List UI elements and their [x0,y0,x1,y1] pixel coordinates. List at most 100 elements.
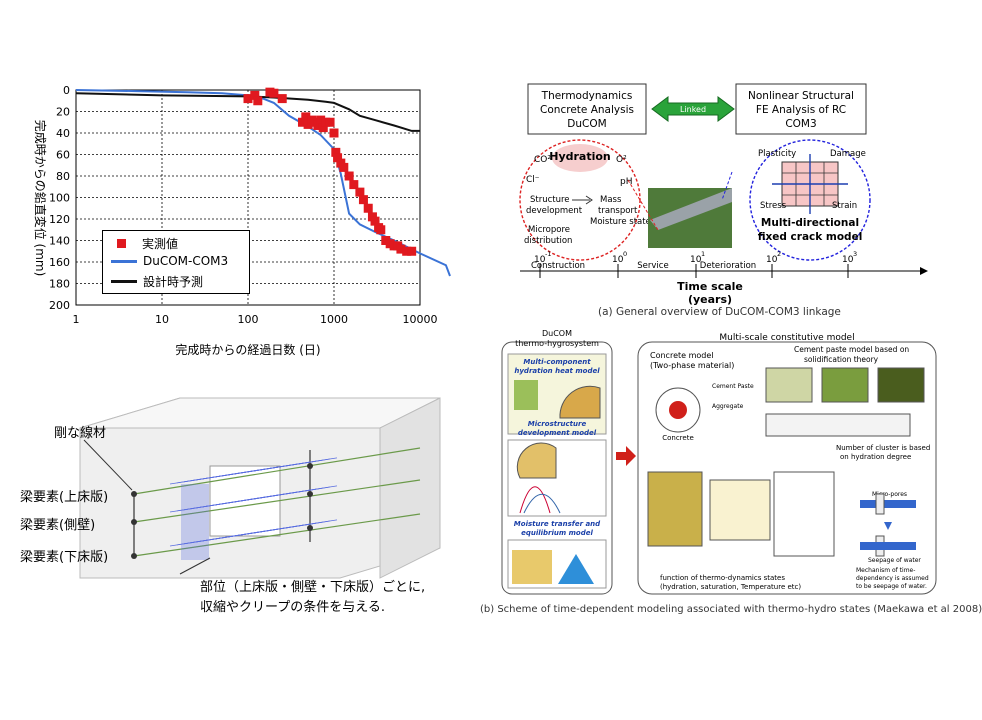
measured-point [333,153,343,163]
time-tick-exponent: 1 [701,250,705,258]
measured-point [402,246,412,256]
structure-label: Structure [530,195,570,205]
microstructure-section1: Microstructure [528,420,587,428]
seepage-label: Seepage of water [868,557,921,564]
multi-directional-label: Multi-directional [761,217,859,229]
lower-slab-label: 梁要素(下床版) [20,550,109,565]
measured-point [344,171,354,181]
beam-model-svg [79,397,441,579]
multiscale-title: Multi-scale constitutive model [719,333,854,343]
time-tick-label: 10 [612,255,624,265]
measured-point [325,117,335,127]
measured-point [329,128,339,138]
y-tick-label: 40 [56,127,70,140]
legend-line-ducom [111,259,137,263]
upper-slab-label: 梁要素(上床版) [20,490,109,505]
mechanism-note3: to be seepage of water. [856,583,927,590]
condition-note-1: 部位（上床版・側壁・下床版）ごとに, [200,580,426,595]
phase-service: Service [637,261,668,271]
x-tick-label: 100 [238,313,259,326]
caption-a: (a) General overview of DuCOM-COM3 linka… [598,306,841,318]
legend-design: 設計時予測 [143,275,204,289]
legend-ducom: DuCOM-COM3 [143,254,229,268]
ducom-box [527,83,647,135]
moisture-section2: equilibrium model [521,529,593,537]
distribution-label: distribution [524,236,572,246]
measured-point [355,187,365,197]
measured-point [313,120,323,130]
measured-point [250,90,260,100]
function-note2: (hydration, saturation, Temperature etc) [660,583,801,591]
phase-deterioration: Deterioration [700,261,756,271]
function-note1: function of thermo-dynamics states [660,574,785,582]
measured-point [407,246,417,256]
ducom-panel-title1: DuCOM [542,329,572,338]
linkage-diagram-svg: Thermodynamics Concrete Analysis DuCOM N… [519,83,928,306]
x-axis-label: 完成時からの経過日数 (日) [175,342,320,357]
measured-point [370,216,380,226]
multiscale-diagram-svg: DuCOM thermo-hygrosystem Multi-component… [501,329,937,595]
microstructure-section2: development model [518,429,597,437]
y-tick-label: 200 [49,299,70,312]
moisture-label: Moisture state [590,217,651,227]
measured-point [331,147,341,157]
ducom-box-line3: DuCOM [567,118,606,130]
red-arrow [616,446,636,466]
cement-paste-title2: solidification theory [804,355,879,364]
lower-slab-line [133,513,421,557]
strain-label: Strain [832,201,857,211]
legend-line-design [111,280,137,283]
caption-b: (b) Scheme of time-dependent modeling as… [480,604,982,615]
measured-point [376,225,386,235]
y-tick-label: 160 [49,256,70,269]
concrete-model-title: Concrete model [650,351,714,360]
hydration-section2: hydration heat model [514,367,600,375]
ducom-box-line2: Concrete Analysis [540,104,634,116]
y-tick-label: 180 [49,278,70,291]
com3-box-line2: FE Analysis of RC [756,104,846,116]
stress-label: Stress [760,201,787,211]
mechanism-note2: dependency is assumed [856,575,929,582]
o2-label: O² [616,155,627,165]
mechanism-note1: Mechanism of time- [856,567,915,574]
measured-point [301,112,311,122]
concrete-model-subtitle: (Two-phase material) [650,361,734,370]
transport-label: transport [598,206,638,216]
mass-label: Mass [600,195,622,205]
com3-box [735,83,867,135]
cement-paste-title1: Cement paste model based on [794,345,909,354]
aggregate-label: Aggregate [712,403,744,410]
micro-pores-label: Micro-pores [872,491,907,498]
measured-point [269,88,279,98]
timescale-title: Time scale [677,280,743,293]
hydration-section1: Multi-component [523,358,591,366]
micropore-label: Micropore [528,225,570,235]
measured-point [318,123,328,133]
multiscale-diagram: DuCOM thermo-hygrosystem Multi-component… [500,328,940,600]
upper-slab-line [133,447,421,495]
moisture-section1: Moisture transfer and [514,520,601,528]
beam-hatch-line [246,457,338,473]
cluster-note1: Number of cluster is based [836,444,930,452]
measured-point [297,117,307,127]
plasticity-label: Plasticity [758,149,796,159]
cluster-note2: on hydration degree [840,453,911,461]
linked-arrow [651,96,735,122]
x-tick-label: 1 [73,313,80,326]
measured-point [349,180,359,190]
concrete-label: Concrete [662,434,694,442]
time-tick-exponent: 2 [777,250,781,258]
x-tick-label: 1000 [320,313,348,326]
com3-box-line1: Nonlinear Structural [748,90,854,102]
y-tick-label: 100 [49,192,70,205]
measured-point [316,115,326,125]
cement-paste-label: Cement Paste [712,383,754,390]
damage-label: Damage [830,149,866,159]
measured-point [358,195,368,205]
time-tick-label: 10 [534,255,546,265]
y-tick-label: 140 [49,235,70,248]
measured-point [277,94,287,104]
hydration-label: Hydration [549,150,611,163]
